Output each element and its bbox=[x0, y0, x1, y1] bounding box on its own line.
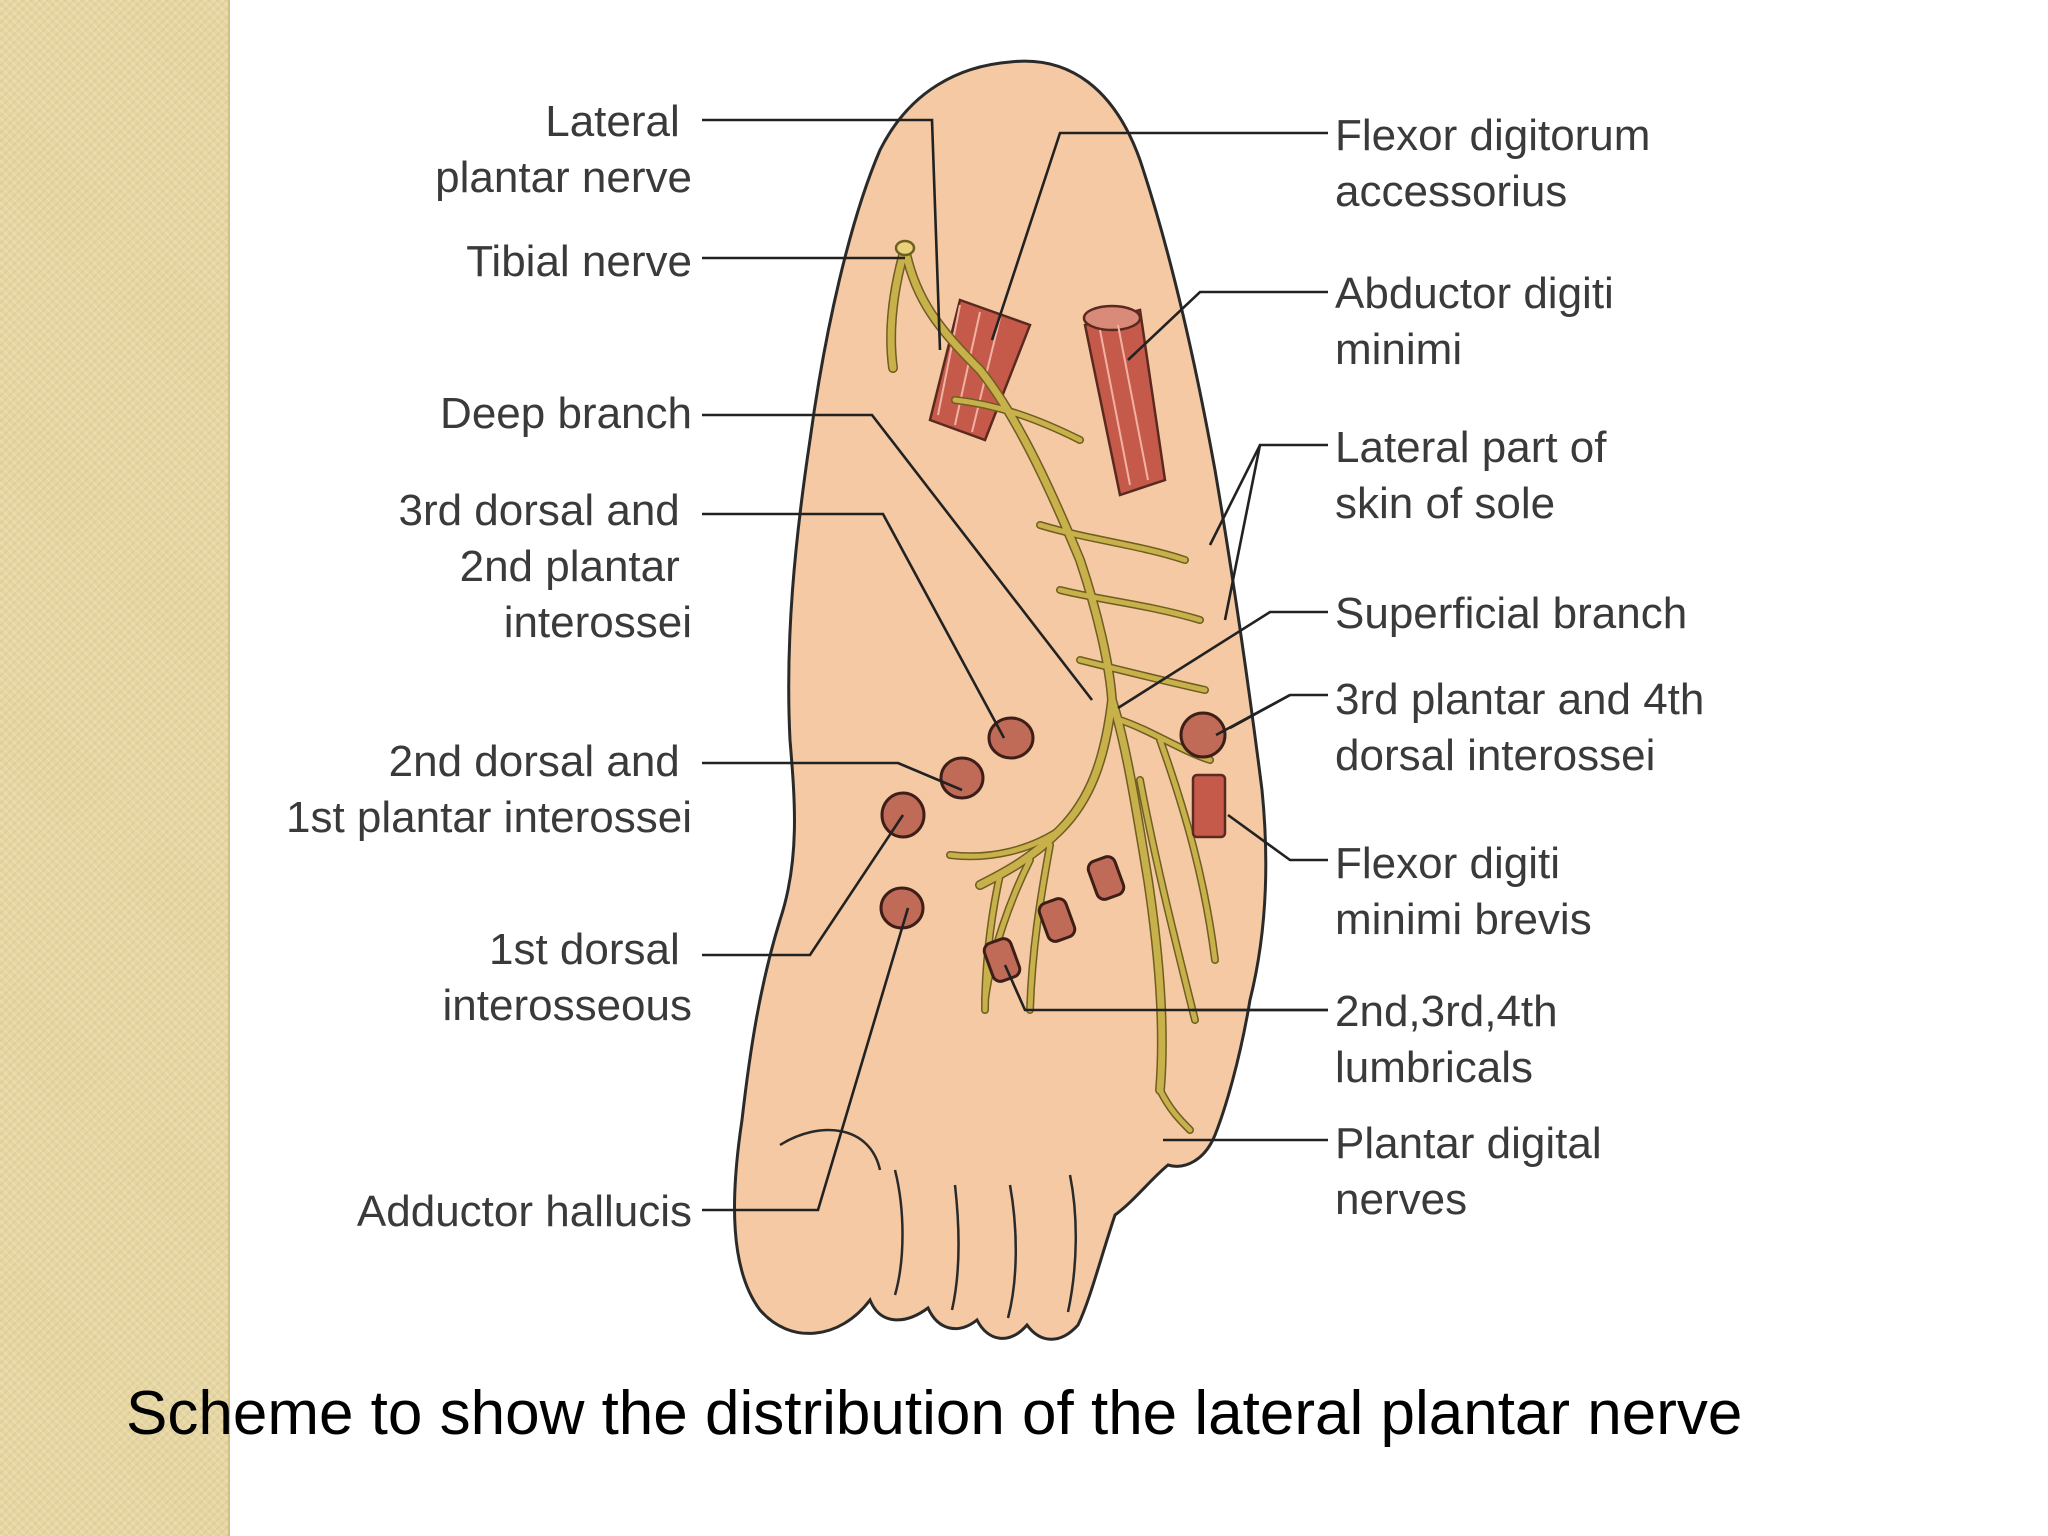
toe-gap-4 bbox=[1066, 1174, 1077, 1313]
label-deep-branch: Deep branch bbox=[440, 389, 692, 438]
label-plantar-digital-nerves: Plantar digital nerves bbox=[1335, 1119, 1614, 1224]
figure-caption: Scheme to show the distribution of the l… bbox=[126, 1379, 1743, 1448]
label-lumbricals: 2nd,3rd,4th lumbricals bbox=[1335, 987, 1570, 1092]
label-adductor-hallucis: Adductor hallucis bbox=[357, 1187, 692, 1236]
leader-lines bbox=[702, 118, 1328, 1212]
label-lateral-part-skin-of-sole: Lateral part of skin of sole bbox=[1335, 423, 1619, 528]
label-3rd-dorsal-2nd-plantar-interossei: 3rd dorsal and 2nd plantar interossei bbox=[398, 486, 692, 647]
label-2nd-dorsal-1st-plantar-interossei: 2nd dorsal and 1st plantar interossei bbox=[286, 737, 692, 842]
label-3rd-plantar-4th-dorsal-interossei: 3rd plantar and 4th dorsal interossei bbox=[1335, 675, 1717, 780]
muscle-abductor-digiti-minimi bbox=[1082, 304, 1167, 497]
lumbrical-muscles bbox=[982, 855, 1126, 983]
toe-gap-1 bbox=[893, 1169, 904, 1296]
interossei-muscles bbox=[879, 711, 1227, 930]
label-1st-dorsal-interosseous: 1st dorsal interosseous bbox=[443, 925, 692, 1030]
label-abductor-digiti-minimi: Abductor digiti minimi bbox=[1335, 269, 1626, 374]
foot-illustration bbox=[733, 59, 1268, 1341]
nerve-tree bbox=[886, 239, 1219, 1134]
foot-sole-outline bbox=[733, 59, 1268, 1341]
toe-gap-3 bbox=[1006, 1184, 1017, 1319]
label-lateral-plantar-nerve: Lateral plantar nerve bbox=[435, 97, 692, 202]
label-flexor-digitorum-accessorius: Flexor digitorum accessorius bbox=[1335, 111, 1663, 216]
toe-gap-2 bbox=[950, 1184, 960, 1311]
label-flexor-digiti-minimi-brevis: Flexor digiti minimi brevis bbox=[1335, 839, 1592, 944]
label-tibial-nerve: Tibial nerve bbox=[466, 237, 692, 286]
label-superficial-branch: Superficial branch bbox=[1335, 589, 1687, 638]
decorative-sidebar-strip bbox=[0, 0, 230, 1536]
